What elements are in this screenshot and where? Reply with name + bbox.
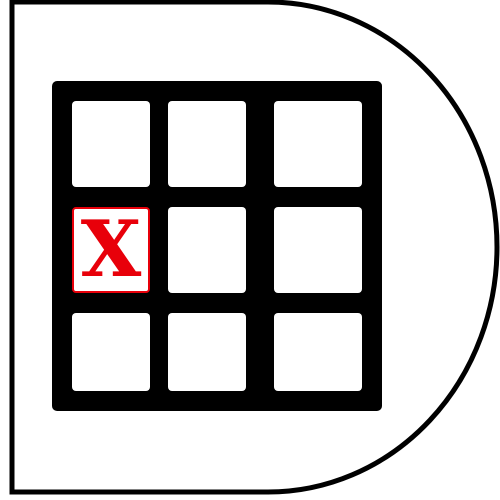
cell-r3-c3[interactable] (274, 313, 362, 391)
cell-r2-c2[interactable] (168, 207, 246, 293)
cell-r2-c1[interactable]: X (72, 207, 150, 293)
cell-r1-c1[interactable] (72, 101, 150, 187)
cell-mark: X (80, 204, 142, 295)
cell-r1-c3[interactable] (274, 101, 362, 187)
cell-r3-c1[interactable] (72, 313, 150, 391)
tic-tac-toe-board: X (52, 81, 382, 411)
cell-r2-c3[interactable] (274, 207, 362, 293)
cell-r3-c2[interactable] (168, 313, 246, 391)
cell-r1-c2[interactable] (168, 101, 246, 187)
